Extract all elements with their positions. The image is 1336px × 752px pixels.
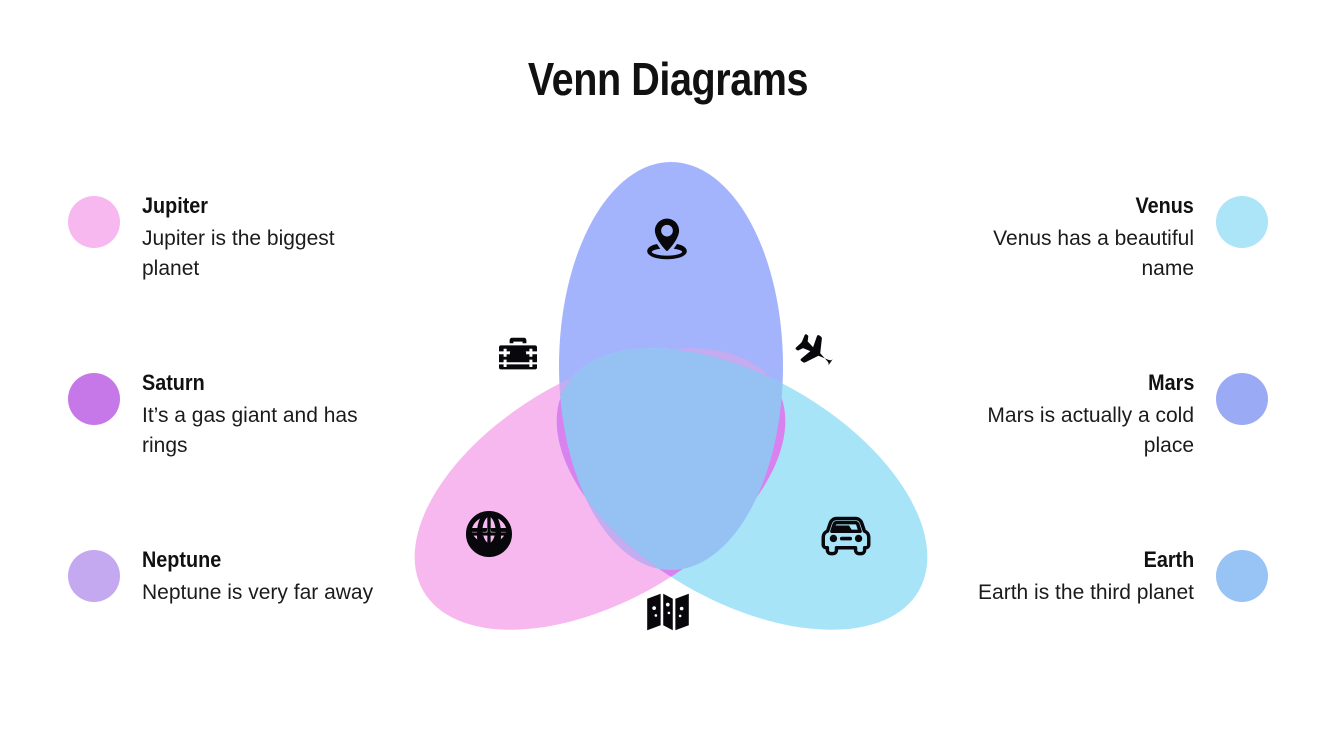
legend-item-saturn[interactable]: Saturn It’s a gas giant and has rings <box>68 365 398 461</box>
location-pin-icon <box>647 218 687 260</box>
legend-title-jupiter: Jupiter <box>142 193 209 218</box>
legend-desc-mars: Mars is actually a cold place <box>987 404 1194 457</box>
saturn-color-dot <box>68 373 120 425</box>
legend-title-saturn: Saturn <box>142 370 205 395</box>
jupiter-color-dot <box>68 196 120 248</box>
legend-text-venus: Venus Venus has a beautiful name <box>944 188 1194 284</box>
briefcase-icon <box>499 337 537 370</box>
earth-color-dot <box>1216 550 1268 602</box>
mars-color-dot <box>1216 373 1268 425</box>
page-title: Venn Diagrams <box>527 53 809 105</box>
legend-text-earth: Earth Earth is the third planet <box>978 542 1194 608</box>
legend-title-venus: Venus <box>1135 193 1194 218</box>
legend-item-mars[interactable]: Mars Mars is actually a cold place <box>938 365 1268 461</box>
legend-desc-jupiter: Jupiter is the biggest planet <box>142 227 335 280</box>
map-icon <box>647 593 689 631</box>
legend-item-venus[interactable]: Venus Venus has a beautiful name <box>938 188 1268 284</box>
legend-title-neptune: Neptune <box>142 547 222 572</box>
globe-icon <box>465 510 513 558</box>
venus-color-dot <box>1216 196 1268 248</box>
airplane-icon <box>795 334 834 366</box>
neptune-color-dot <box>68 550 120 602</box>
legend-text-mars: Mars Mars is actually a cold place <box>944 365 1194 461</box>
legend-desc-neptune: Neptune is very far away <box>142 581 374 605</box>
legend-title-mars: Mars <box>1147 370 1194 395</box>
legend-desc-saturn: It’s a gas giant and has rings <box>142 404 358 457</box>
legend-item-neptune[interactable]: Neptune Neptune is very far away <box>68 542 398 608</box>
venn-diagram <box>398 156 944 686</box>
legend-item-jupiter[interactable]: Jupiter Jupiter is the biggest planet <box>68 188 398 284</box>
legend-text-jupiter: Jupiter Jupiter is the biggest planet <box>142 188 392 284</box>
legend-desc-venus: Venus has a beautiful name <box>993 227 1194 280</box>
legend-desc-earth: Earth is the third planet <box>978 581 1194 605</box>
car-icon <box>821 516 871 556</box>
legend-title-earth: Earth <box>1143 547 1194 572</box>
legend-item-earth[interactable]: Earth Earth is the third planet <box>938 542 1268 608</box>
legend-text-saturn: Saturn It’s a gas giant and has rings <box>142 365 392 461</box>
legend-text-neptune: Neptune Neptune is very far away <box>142 542 373 608</box>
